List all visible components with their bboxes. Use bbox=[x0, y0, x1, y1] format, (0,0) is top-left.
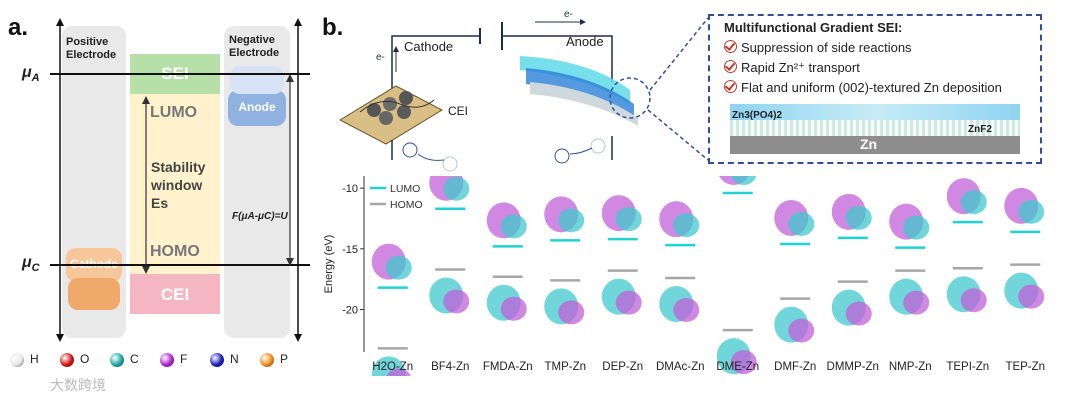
sei-item: Flat and uniform (002)-textured Zn depos… bbox=[724, 80, 1002, 95]
voltage-formula: F(μA-μC)=U bbox=[232, 211, 288, 222]
category-label: H2O-Zn bbox=[372, 361, 413, 373]
sei-item: Suppression of side reactions bbox=[724, 40, 912, 55]
orbital-isosurface bbox=[889, 278, 930, 315]
atom-label: H bbox=[30, 352, 39, 366]
panel-a-letter: a. bbox=[8, 14, 29, 41]
stability-window bbox=[130, 86, 220, 274]
orbital-isosurface bbox=[716, 338, 757, 375]
orbital-isosurface bbox=[1004, 272, 1045, 309]
stability-window-label: Stability window Es bbox=[151, 159, 206, 211]
category-label: BF4-Zn bbox=[431, 361, 469, 373]
positive-electrode-label: Positive Electrode bbox=[66, 36, 117, 61]
category-label: FMDA-Zn bbox=[483, 361, 533, 373]
cei-band: CEI bbox=[130, 274, 220, 314]
y-tick-label: -10 bbox=[342, 183, 358, 195]
category-label: TEPI-Zn bbox=[946, 361, 989, 373]
orbital-isosurface bbox=[371, 243, 412, 280]
y-tick-label: -15 bbox=[342, 244, 358, 256]
orbital-isosurface bbox=[659, 285, 700, 322]
cei-label: CEI bbox=[448, 104, 469, 118]
sei-info-box: Multifunctional Gradient SEI: Suppressio… bbox=[708, 14, 1042, 164]
orbital-isosurface bbox=[371, 356, 411, 376]
atom-n-icon bbox=[210, 353, 224, 367]
category-label: DMMP-Zn bbox=[827, 361, 879, 373]
legend-label: HOMO bbox=[390, 199, 423, 211]
orbital-isosurface bbox=[486, 202, 527, 239]
orbital-isosurface bbox=[544, 288, 585, 325]
zn3po4-label: Zn3(PO4)2 bbox=[732, 110, 783, 121]
orbital-isosurface bbox=[601, 195, 642, 232]
atom-label: O bbox=[80, 352, 90, 366]
orbital-isosurface bbox=[831, 289, 872, 326]
category-label: DMAc-Zn bbox=[656, 361, 705, 373]
orbital-isosurface bbox=[719, 176, 757, 185]
atom-c-icon bbox=[110, 353, 124, 367]
atom-p-icon bbox=[260, 353, 274, 367]
category-label: TEP-Zn bbox=[1005, 361, 1045, 373]
lumo-label: LUMO bbox=[150, 104, 198, 121]
orbital-isosurface bbox=[946, 276, 987, 313]
atom-f-icon bbox=[160, 353, 174, 367]
battery-schematic bbox=[338, 17, 709, 172]
orbital-isosurface bbox=[544, 196, 585, 233]
mu-a-label: μA bbox=[22, 64, 40, 85]
check-icon bbox=[724, 40, 737, 53]
panel-b-letter: b. bbox=[322, 14, 344, 41]
orbital-isosurface bbox=[659, 201, 700, 238]
orbital-isosurface bbox=[774, 199, 815, 236]
check-icon bbox=[724, 60, 737, 73]
atom-label: C bbox=[130, 352, 139, 366]
orbital-isosurface bbox=[946, 178, 987, 215]
sei-layer-illustration: Zn3(PO4)2 ZnF2 Zn bbox=[730, 104, 1020, 154]
znf2-label: ZnF2 bbox=[968, 124, 992, 135]
category-label: DEP-Zn bbox=[602, 361, 643, 373]
atom-label: F bbox=[180, 352, 188, 366]
category-label: DMF-Zn bbox=[774, 361, 816, 373]
mu-c-label: μC bbox=[22, 254, 40, 275]
cathode-label: Cathode bbox=[404, 39, 454, 54]
electron-label-top: e- bbox=[564, 9, 573, 20]
anode-top bbox=[230, 66, 284, 94]
cathode-bottom bbox=[68, 278, 120, 310]
y-axis-label: Energy (eV) bbox=[323, 235, 335, 294]
orbital-isosurface bbox=[429, 176, 470, 201]
orbital-isosurface bbox=[831, 193, 872, 230]
orbital-isosurface bbox=[486, 284, 527, 321]
orbital-isosurface bbox=[774, 306, 815, 343]
watermark: 大数跨境 bbox=[50, 377, 106, 393]
y-tick-label: -20 bbox=[342, 305, 358, 317]
negative-electrode-label: Negative Electrode bbox=[229, 34, 280, 59]
check-icon bbox=[724, 80, 737, 93]
panel-a-lines bbox=[50, 18, 310, 342]
orbital-isosurface bbox=[889, 203, 930, 240]
atom-label: N bbox=[230, 352, 239, 366]
sei-box-title: Multifunctional Gradient SEI: bbox=[724, 20, 903, 35]
anode-block: Anode bbox=[228, 90, 286, 126]
sei-item: Rapid Zn²⁺ transport bbox=[724, 60, 860, 76]
atom-h-icon bbox=[10, 353, 24, 367]
category-label: DME-Zn bbox=[716, 361, 759, 373]
atom-label: P bbox=[280, 352, 289, 366]
zn-label: Zn bbox=[860, 136, 878, 152]
anode-label: Anode bbox=[566, 34, 604, 49]
homo-label: HOMO bbox=[150, 243, 200, 260]
orbital-isosurface bbox=[601, 278, 642, 315]
electron-label-left: e- bbox=[376, 52, 385, 63]
orbital-isosurface bbox=[1004, 187, 1045, 224]
orbital-isosurface bbox=[429, 277, 470, 314]
category-label: NMP-Zn bbox=[889, 361, 932, 373]
atom-o-icon bbox=[60, 353, 74, 367]
legend-label: LUMO bbox=[390, 183, 420, 195]
category-label: TMP-Zn bbox=[544, 361, 586, 373]
